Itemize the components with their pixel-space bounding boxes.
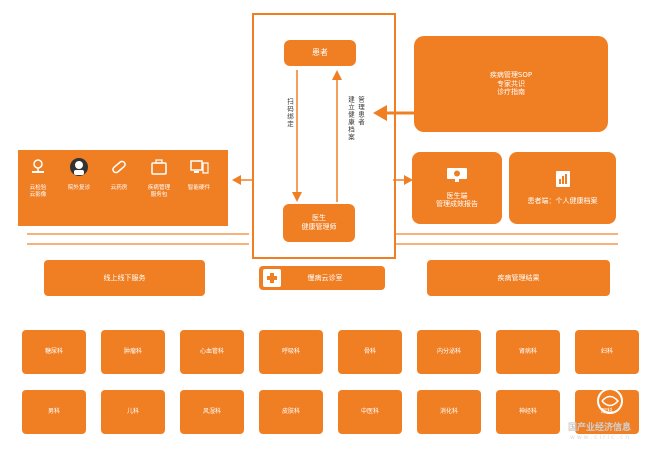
disease-result-bar: 疾病管理结果 [427, 260, 610, 296]
package-icon [149, 157, 169, 177]
right-divider-top [396, 233, 618, 235]
microscope-icon [28, 157, 48, 177]
health-manager-label: 健康管理师 [301, 223, 337, 231]
loop-arrows [292, 70, 342, 202]
left-divider-bottom [27, 243, 249, 245]
dept-row1-7: 肾病科 [496, 330, 560, 374]
pill-icon [109, 157, 129, 177]
service-followup: 院外复诊 [63, 152, 95, 210]
right-divider-bottom [396, 243, 618, 245]
sop-title: 疾病管理SOP [489, 70, 533, 79]
chronic-clinic-bar: 慢病云诊室 [259, 266, 385, 290]
patient-box: 患者 [284, 40, 356, 66]
left-arrow [232, 175, 254, 185]
dept-row1-8: 妇科 [575, 330, 639, 374]
sop-consensus: 专家共识 [497, 79, 525, 88]
doctor-report-card: 医生端 管理成效报告 [412, 152, 502, 224]
watermark-logo-icon [592, 388, 628, 414]
service-cloud-pharmacy: 云药房 [103, 152, 135, 210]
dept-row1-1: 糖尿科 [22, 330, 86, 374]
build-record-label: 建立健康档案 [346, 96, 355, 141]
dept-row1-2: 肿瘤科 [101, 330, 165, 374]
report-icon [554, 170, 572, 191]
online-offline-bar: 线上线下服务 [44, 260, 205, 296]
dept-row2-6: 消化科 [417, 390, 481, 434]
dept-row2-1: 男科 [22, 390, 86, 434]
watermark-url: w w w . c i r i c . c n [570, 434, 630, 441]
dept-row1-3: 心血管科 [180, 330, 244, 374]
sop-guideline: 诊疗指南 [497, 88, 525, 97]
dept-row2-2: 儿科 [101, 390, 165, 434]
watermark-text: 国产业经济信息 [568, 423, 632, 433]
monitor-icon [446, 167, 468, 186]
dept-row1-6: 内分泌科 [417, 330, 481, 374]
service-smart-hardware: 智能硬件 [183, 152, 215, 210]
dept-row2-7: 神经科 [496, 390, 560, 434]
dept-row2-5: 中医科 [338, 390, 402, 434]
dept-row2-4: 皮肤科 [259, 390, 323, 434]
devices-icon [189, 157, 209, 177]
doctor-icon [69, 157, 89, 177]
service-cloud-test: 云检验 云影像 [22, 152, 54, 210]
patient-label: 患者 [312, 48, 328, 57]
left-divider-top [27, 233, 249, 235]
service-package: 疾病管理 服务包 [143, 152, 175, 210]
right-arrow [393, 175, 413, 185]
clinic-icon [263, 269, 281, 287]
patient-record-card: 患者端：个人健康档案 [509, 152, 616, 224]
sop-arrow [373, 105, 415, 121]
dept-row1-4: 呼吸科 [259, 330, 323, 374]
dept-row2-3: 风湿科 [180, 390, 244, 434]
doctor-label: 医生 [312, 214, 326, 223]
sop-box: 疾病管理SOP 专家共识 诊疗指南 [414, 36, 608, 132]
dept-row1-5: 骨科 [338, 330, 402, 374]
doctor-box: 医生 健康管理师 [283, 204, 355, 242]
manage-patient-label: 管理患者 [356, 96, 365, 126]
scan-bind-label: 扫码绑定 [285, 98, 294, 128]
